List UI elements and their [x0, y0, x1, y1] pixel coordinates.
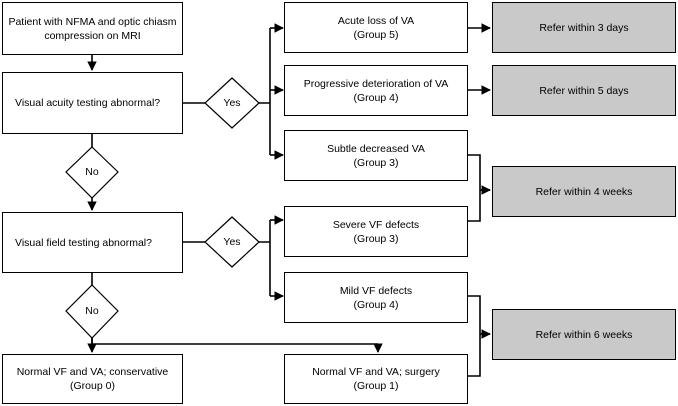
- visual-field-question-text: Visual field testing abnormal?: [15, 236, 152, 249]
- visual-field-question: Visual field testing abnormal?: [2, 212, 183, 273]
- yes-label-2: Yes: [223, 236, 241, 248]
- acute-loss-line2: (Group 5): [353, 28, 399, 41]
- progressive-line1: Progressive deterioration of VA: [303, 77, 449, 90]
- severe-vf-line1: Severe VF defects: [332, 218, 420, 231]
- connector-d2-trunk: [259, 220, 271, 296]
- refer-6-weeks-box: Refer within 6 weeks: [492, 309, 676, 360]
- decision-diamond-2: [204, 216, 260, 268]
- acute-loss-box: Acute loss of VA (Group 5): [284, 2, 468, 53]
- subtle-line1: Subtle decreased VA: [327, 142, 425, 155]
- start-box: Patient with NFMA and optic chiasm compr…: [2, 2, 183, 55]
- subtle-decreased-box: Subtle decreased VA (Group 3): [284, 130, 468, 181]
- start-line1: Patient with NFMA and optic chiasm: [8, 15, 177, 28]
- severe-vf-line2: (Group 3): [353, 232, 399, 245]
- refer-3-days-box: Refer within 3 days: [492, 2, 676, 53]
- normal-conservative-line1: Normal VF and VA; conservative: [16, 366, 169, 378]
- refer-6-weeks-text: Refer within 6 weeks: [535, 328, 633, 341]
- normal-surgery-line2: (Group 1): [353, 380, 399, 392]
- refer-5-days-box: Refer within 5 days: [492, 65, 676, 116]
- yes-label-1: Yes: [223, 97, 241, 109]
- normal-conservative-line2: (Group 0): [70, 380, 115, 392]
- severe-vf-box: Severe VF defects (Group 3): [284, 206, 468, 257]
- visual-acuity-question-text: Visual acuity testing abnormal?: [15, 97, 161, 109]
- refer-4-weeks-text: Refer within 4 weeks: [535, 185, 633, 198]
- no-label-2: No: [85, 305, 99, 317]
- connector-no2-split: [91, 338, 378, 345]
- progressive-line2: (Group 4): [353, 91, 399, 104]
- decision-diamond-1: [204, 77, 260, 129]
- mild-vf-line1: Mild VF defects: [339, 284, 413, 297]
- refer-5-days-text: Refer within 5 days: [539, 84, 629, 97]
- connector-d1-trunk: [259, 28, 271, 155]
- refer-3-days-text: Refer within 3 days: [539, 21, 629, 34]
- visual-acuity-question: Visual acuity testing abnormal?: [2, 72, 183, 134]
- normal-surgery-line1: Normal VF and VA; surgery: [312, 366, 440, 378]
- progressive-deterioration-box: Progressive deterioration of VA (Group 4…: [284, 65, 468, 116]
- start-line2: compression on MRI: [44, 29, 141, 42]
- no-label-1: No: [85, 166, 99, 178]
- normal-surgery-box: Normal VF and VA; surgery (Group 1): [284, 354, 468, 404]
- connector-bracket-4w: [468, 154, 490, 222]
- acute-loss-line1: Acute loss of VA: [337, 14, 415, 27]
- normal-conservative-box: Normal VF and VA; conservative (Group 0): [2, 354, 183, 404]
- no-diamond-2: [65, 284, 119, 339]
- mild-vf-line2: (Group 4): [353, 298, 399, 311]
- no-diamond-1: [65, 146, 119, 199]
- connector-bracket-6w: [468, 295, 481, 377]
- subtle-line2: (Group 3): [353, 156, 399, 169]
- refer-4-weeks-box: Refer within 4 weeks: [492, 166, 676, 217]
- mild-vf-box: Mild VF defects (Group 4): [284, 272, 468, 323]
